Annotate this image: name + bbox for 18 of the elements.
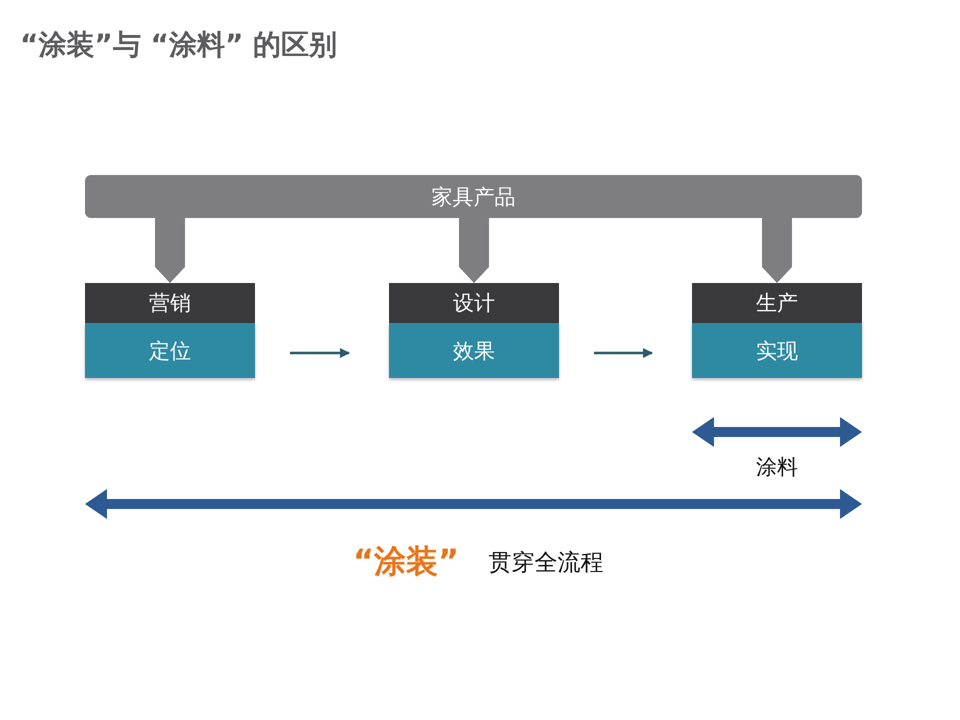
highlight-term: “涂装”: [352, 541, 460, 582]
card-body: 定位: [85, 323, 255, 378]
process-card: [85, 283, 255, 378]
title: “涂装”与 “涂料” 的区别: [20, 27, 338, 63]
process-card: [692, 283, 862, 378]
span-caption: 贯穿全流程: [488, 549, 604, 578]
card-body: 实现: [692, 323, 862, 378]
card-header: 设计: [389, 283, 559, 323]
arrow: [594, 348, 653, 358]
span-label: 涂料: [756, 454, 798, 481]
pointer-arrow: [459, 216, 489, 283]
pointer-arrow: [155, 216, 185, 283]
arrow: [290, 348, 350, 358]
card-body: 效果: [389, 323, 559, 378]
card-header: 生产: [692, 283, 862, 323]
pointer-arrow: [762, 216, 792, 283]
process-card: [389, 283, 559, 378]
card-header: 营销: [85, 283, 255, 323]
